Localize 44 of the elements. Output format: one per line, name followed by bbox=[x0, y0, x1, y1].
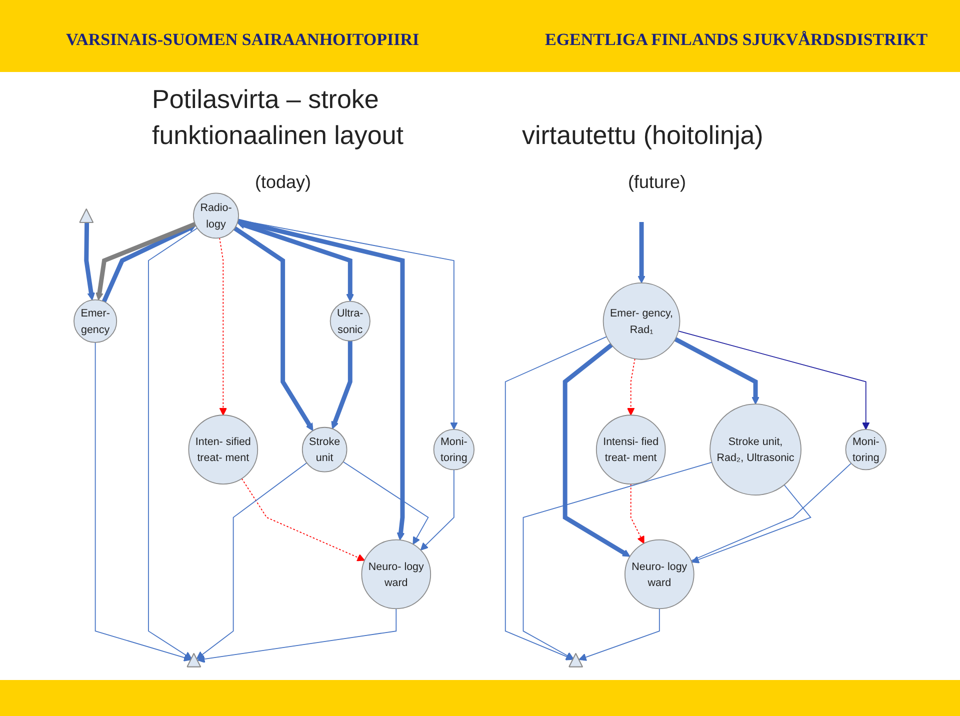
arrow bbox=[342, 461, 429, 545]
arrow bbox=[237, 221, 354, 302]
arrow bbox=[630, 484, 644, 544]
column-label: (today) bbox=[255, 172, 312, 193]
node-circle: Inten- sified treat- ment bbox=[188, 414, 258, 484]
arrow bbox=[678, 330, 870, 430]
arrow bbox=[578, 608, 660, 661]
arrow bbox=[691, 484, 812, 564]
column-label: (future) bbox=[628, 172, 686, 193]
node-circle: Moni- toring bbox=[845, 429, 886, 470]
arrow bbox=[674, 337, 760, 404]
arrow bbox=[638, 222, 646, 284]
arrow bbox=[84, 222, 96, 300]
arrow bbox=[504, 336, 608, 660]
node-circle: Moni- toring bbox=[433, 429, 475, 470]
arrow bbox=[420, 469, 454, 550]
arrow bbox=[237, 218, 405, 540]
arrow bbox=[238, 219, 458, 430]
node-circle: Intensi- fied treat- ment bbox=[596, 414, 666, 484]
connector bbox=[690, 462, 852, 562]
arrow bbox=[241, 478, 365, 562]
arrow bbox=[233, 226, 314, 432]
arrow bbox=[331, 340, 352, 430]
node-circle: Neuro- logy ward bbox=[624, 539, 694, 610]
subtitle: virtautettu (hoitolinja) bbox=[522, 120, 764, 151]
arrow bbox=[148, 228, 198, 660]
arrow bbox=[219, 237, 228, 416]
arrow bbox=[197, 608, 397, 663]
header-text: EGENTLIGA FINLANDS SJUKVÅRDSDISTRIKT bbox=[545, 30, 928, 50]
node-circle: Stroke unit, Rad₂, Ultrasonic bbox=[710, 404, 802, 496]
node-circle: Ultra- sonic bbox=[330, 300, 370, 342]
subtitle: funktionaalinen layout bbox=[152, 120, 404, 151]
node-circle: Emer- gency bbox=[74, 299, 118, 343]
node-circle: Emer- gency, Rad₁ bbox=[602, 282, 680, 360]
arrow bbox=[196, 462, 308, 660]
title: Potilasvirta – stroke bbox=[152, 84, 379, 115]
node-circle: Neuro- logy ward bbox=[361, 539, 432, 610]
arrow bbox=[94, 342, 192, 662]
node-circle: Stroke unit bbox=[302, 426, 348, 472]
arrow bbox=[522, 462, 712, 660]
arrow bbox=[626, 358, 636, 416]
header-text: VARSINAIS-SUOMEN SAIRAANHOITOPIIRI bbox=[66, 30, 420, 50]
node-circle: Radio- logy bbox=[193, 192, 239, 239]
arrow bbox=[562, 343, 630, 557]
